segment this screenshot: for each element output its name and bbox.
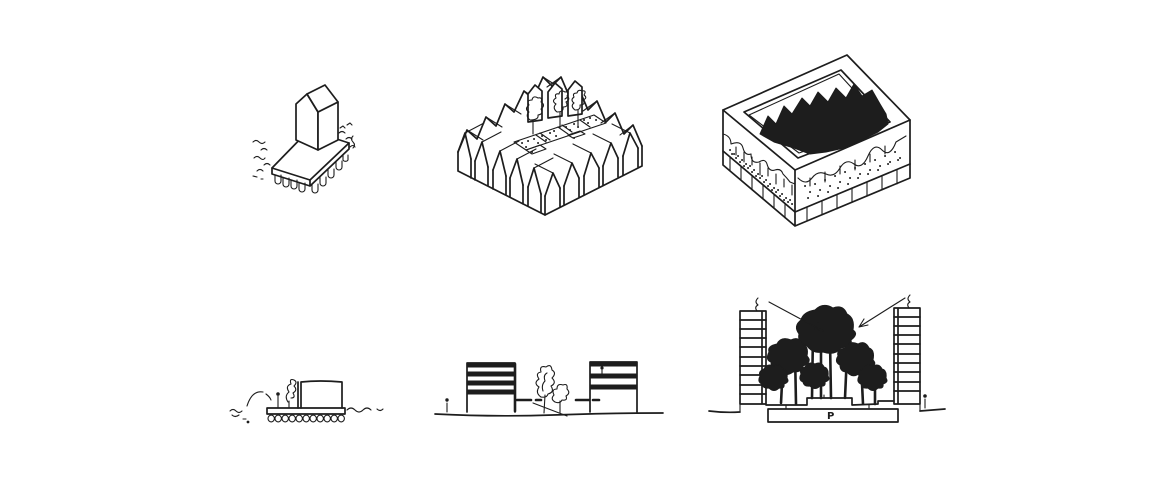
arrow-right bbox=[858, 297, 906, 328]
trees bbox=[535, 365, 570, 414]
deck-slab bbox=[266, 407, 346, 415]
piles bbox=[267, 414, 345, 423]
right-tower bbox=[893, 294, 921, 412]
person-left bbox=[445, 398, 449, 413]
person bbox=[276, 392, 280, 409]
person-right bbox=[600, 366, 604, 376]
piles bbox=[274, 154, 349, 194]
tree-mass bbox=[759, 83, 889, 155]
parking-label: P bbox=[827, 411, 834, 422]
courtyard-facades bbox=[527, 80, 583, 123]
building-box bbox=[297, 380, 343, 409]
splash-arc bbox=[242, 391, 272, 424]
sketch-axon-house-on-plinth bbox=[252, 80, 359, 194]
water-ripples bbox=[252, 122, 356, 180]
front-right-house-row bbox=[534, 123, 643, 216]
block-shell bbox=[722, 54, 911, 227]
eroded-wall-right bbox=[797, 135, 907, 199]
right-building bbox=[589, 361, 638, 413]
courtyard-paths bbox=[513, 114, 607, 155]
eroded-wall-left bbox=[722, 133, 796, 205]
left-building bbox=[466, 362, 517, 413]
tree bbox=[285, 378, 297, 409]
ramp-line bbox=[532, 402, 568, 417]
front-left-house-row bbox=[457, 122, 554, 216]
sketch-section-deck-on-piles bbox=[229, 368, 390, 430]
arrow-left bbox=[768, 301, 824, 332]
planter-steps bbox=[765, 394, 895, 410]
person-right bbox=[923, 394, 927, 409]
courtyard-trees bbox=[525, 89, 587, 135]
gabled-house bbox=[295, 84, 339, 151]
sketch-axon-perimeter-block bbox=[450, 64, 648, 220]
sketch-section-towers-over-parking: P bbox=[703, 292, 948, 427]
water-ripples bbox=[229, 407, 384, 418]
left-tower bbox=[739, 297, 767, 412]
ground-line bbox=[434, 412, 664, 417]
sketch-axon-courtyard-forest bbox=[710, 46, 930, 228]
tree-canopies bbox=[758, 304, 888, 391]
ground-line bbox=[708, 408, 946, 414]
parking-box: P bbox=[767, 408, 899, 423]
sketch-section-courtyard-between-buildings bbox=[433, 355, 665, 420]
